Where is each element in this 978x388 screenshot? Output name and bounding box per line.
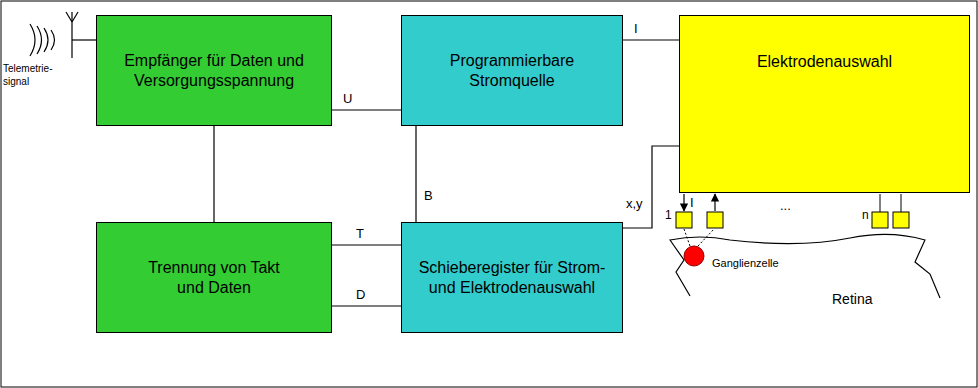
- box-text: Schieberegister für Strom- und Elektrode…: [412, 258, 612, 298]
- ellipsis: ...: [780, 198, 791, 215]
- current-path: [684, 229, 690, 246]
- signal-name: U: [343, 91, 352, 108]
- antenna-symbol: [30, 12, 96, 58]
- electrode: [676, 212, 692, 228]
- signal-line: [415, 126, 416, 222]
- return-arrow: [714, 194, 715, 211]
- shift-register-box: Schieberegister für Strom- und Elektrode…: [401, 222, 623, 333]
- box-text: Programmierbare Stromquelle: [432, 51, 592, 91]
- signal-name: x,y: [626, 196, 643, 213]
- current-source-box: Programmierbare Stromquelle: [401, 15, 623, 126]
- receiver-box: Empfänger für Daten und Versorgungsspann…: [96, 15, 332, 126]
- current-path: [698, 229, 714, 246]
- signal-line: [623, 39, 679, 40]
- cell-label: Ganglienzelle: [712, 256, 779, 270]
- signal-name: T: [356, 226, 364, 243]
- telemetry-label: Telemetrie- signal: [3, 62, 57, 88]
- clock-data-box: Trennung von Takt und Daten: [96, 222, 332, 333]
- signal-name: I: [690, 195, 694, 212]
- callout-number: 1: [665, 208, 672, 224]
- signal-name: I: [634, 21, 638, 38]
- tissue-label: Retina: [832, 290, 872, 308]
- electrode: [872, 212, 888, 228]
- electrode-select-box: Elektrodenauswahl: [679, 15, 970, 193]
- signal-line: [332, 109, 401, 110]
- box-text: Elektrodenauswahl: [757, 52, 892, 72]
- box-text: Empfänger für Daten und Versorgungsspann…: [107, 51, 321, 91]
- electrode-wire: [901, 194, 902, 212]
- callout-number: n: [862, 208, 869, 224]
- electrode-wire: [880, 194, 881, 212]
- signal-name: D: [356, 287, 365, 304]
- electrode: [707, 212, 723, 228]
- retina-outline: [670, 234, 940, 298]
- signal-line: [623, 146, 679, 228]
- current-arrow: [683, 194, 684, 211]
- ganglion-cell: [684, 246, 704, 266]
- signal-line: [332, 244, 401, 245]
- electrode: [893, 212, 909, 228]
- signal-line: [332, 305, 401, 306]
- box-text: Trennung von Takt und Daten: [134, 258, 294, 298]
- signal-line: [213, 126, 214, 222]
- signal-name: B: [424, 188, 433, 205]
